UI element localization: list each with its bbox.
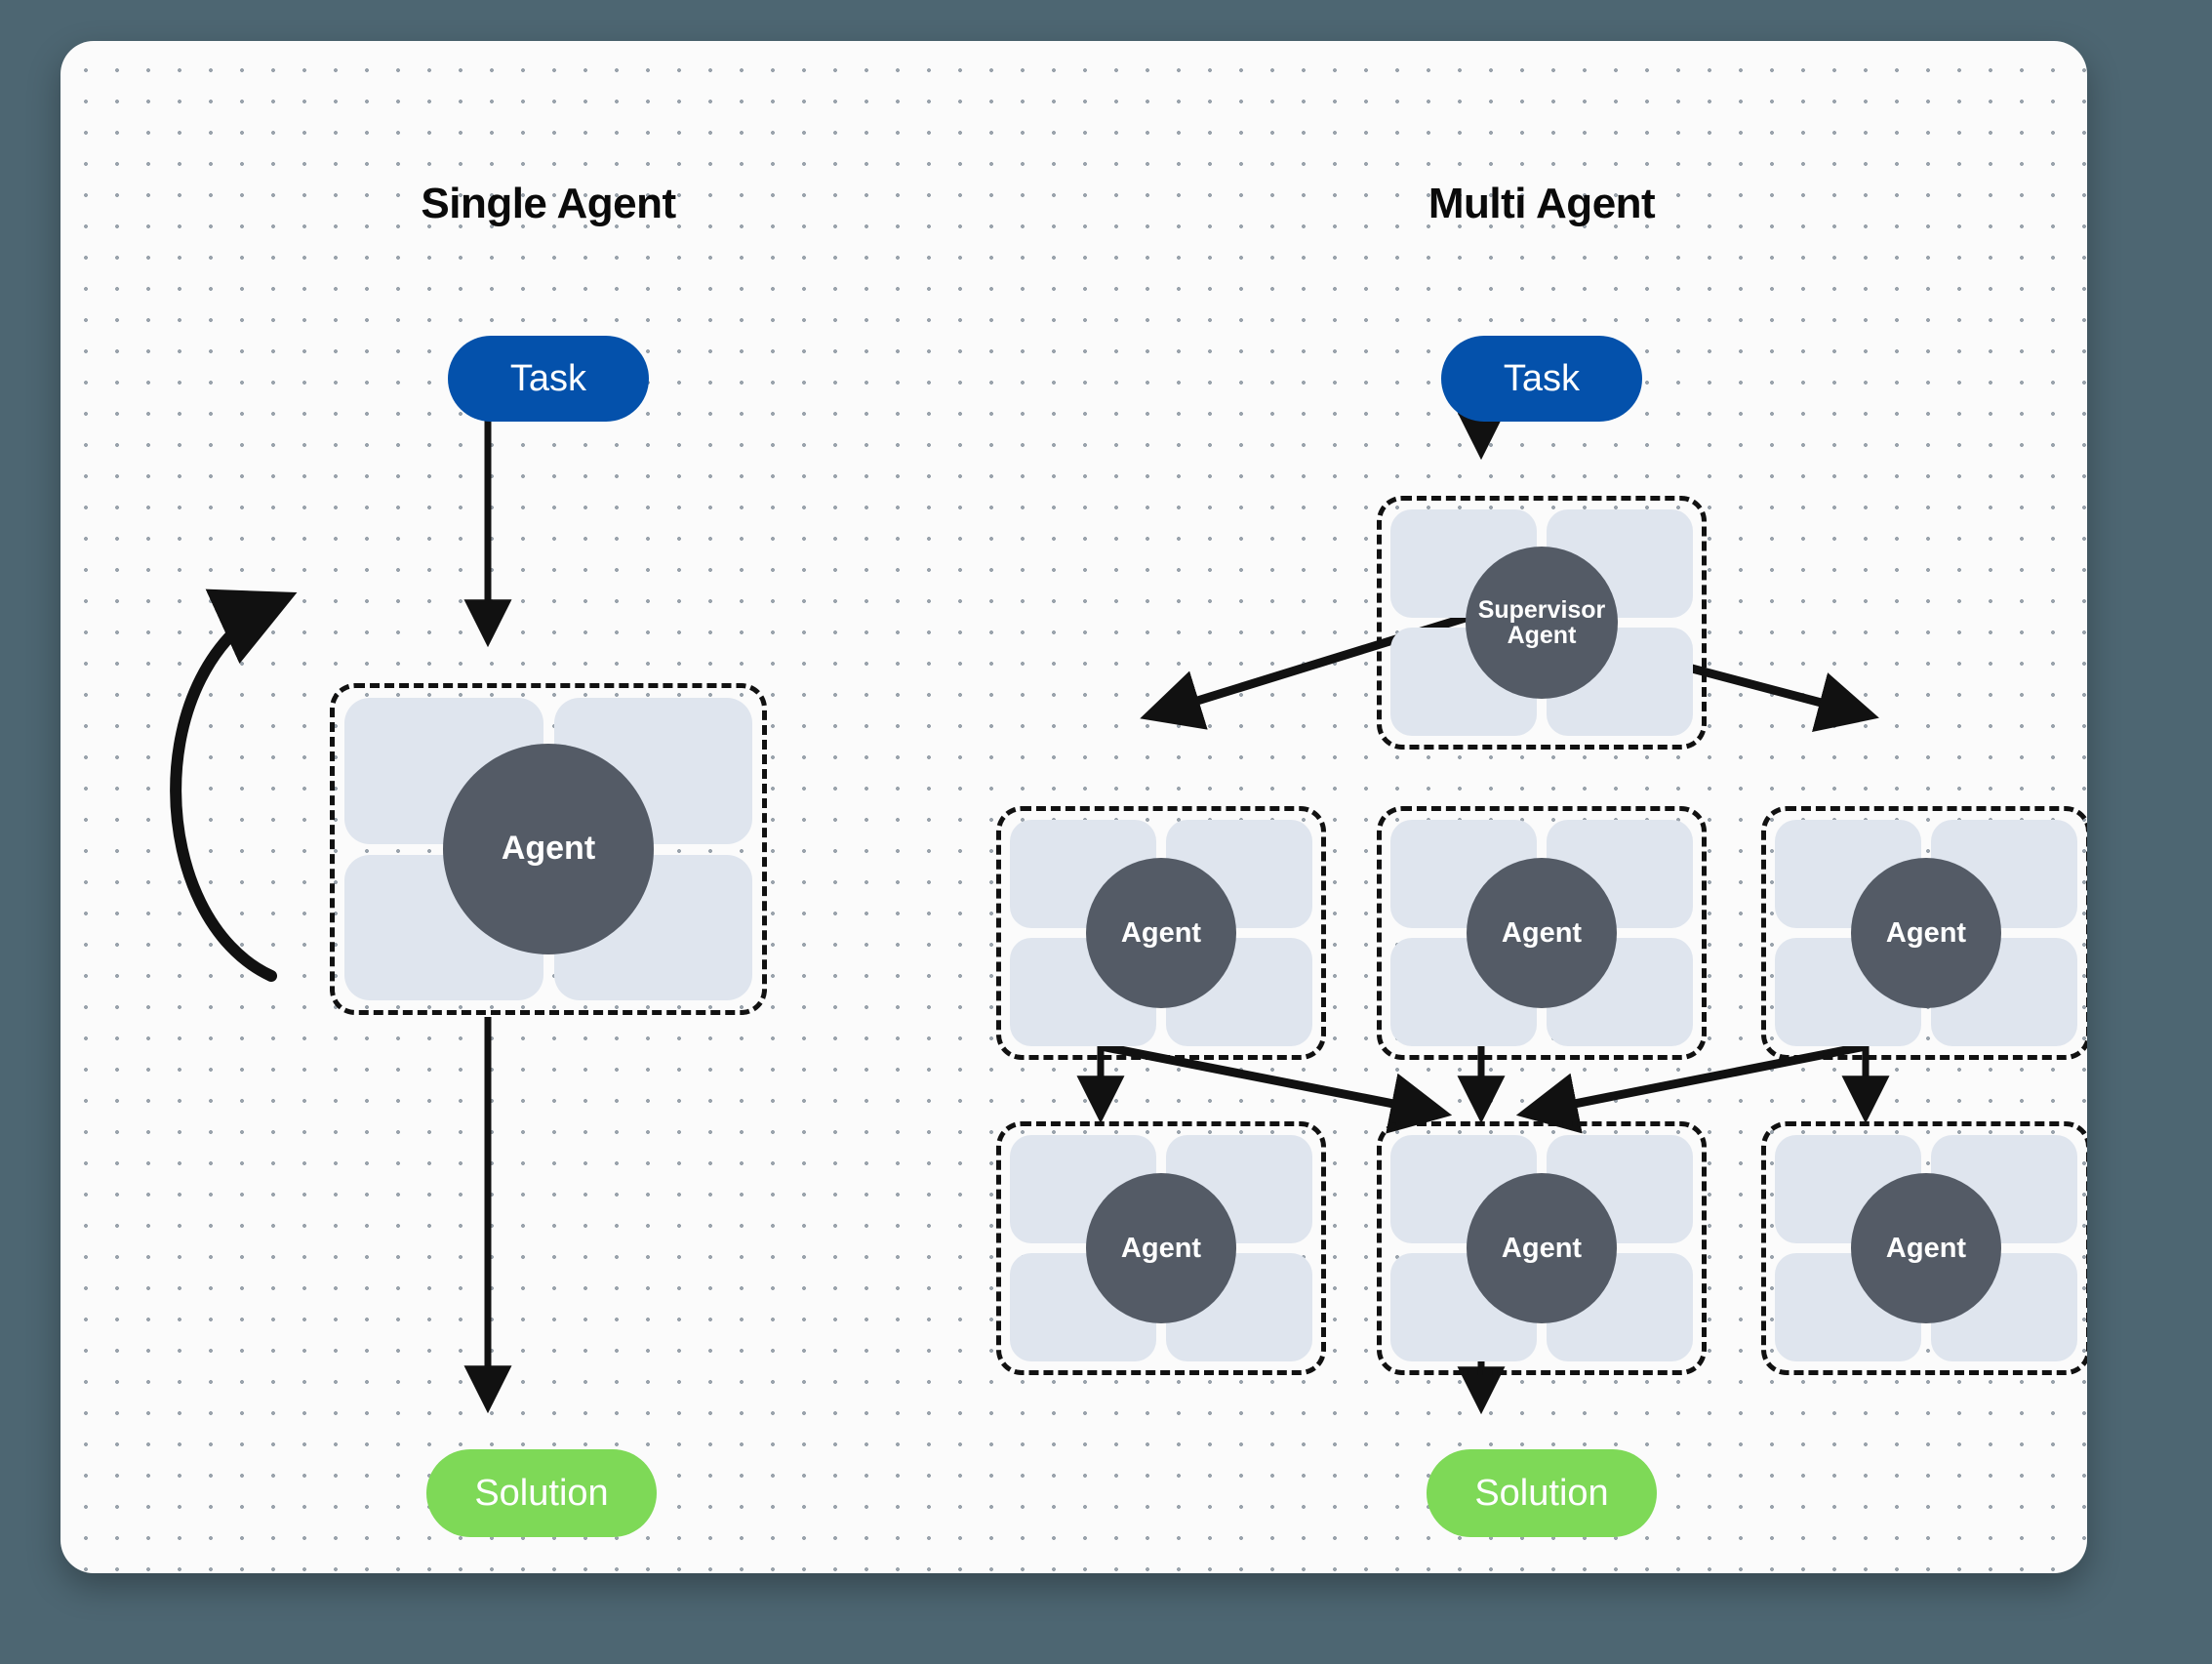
column-title-single-agent: Single Agent (421, 180, 676, 227)
agent-node-row1-col2[interactable]: Agent (1377, 806, 1707, 1060)
agent-node-row1-col3[interactable]: Agent (1761, 806, 2087, 1060)
supervisor-label-line1: Supervisor (1477, 595, 1606, 624)
column-title-multi-agent: Multi Agent (1428, 180, 1656, 227)
agent-label-row1-col3: Agent (1851, 858, 2001, 1008)
agent-label-row2-col1: Agent (1086, 1173, 1236, 1323)
supervisor-label-line2: Agent (1507, 622, 1577, 649)
agent-node-row1-col1[interactable]: Agent (996, 806, 1326, 1060)
arrow-agent-feedback-loop (170, 588, 298, 982)
agent-label-row2-col2: Agent (1467, 1173, 1617, 1323)
diagram-card: Single Agent Task Agent Solution Multi A… (60, 41, 2087, 1573)
solution-node-multi[interactable]: Solution (1427, 1449, 1657, 1537)
agent-label-single: Agent (443, 744, 654, 954)
task-node-multi[interactable]: Task (1441, 336, 1642, 422)
agent-node-row2-col3[interactable]: Agent (1761, 1121, 2087, 1375)
agent-node-row2-col1[interactable]: Agent (996, 1121, 1326, 1375)
agent-node-single[interactable]: Agent (330, 683, 767, 1015)
agent-node-row2-col2[interactable]: Agent (1377, 1121, 1707, 1375)
task-node-single[interactable]: Task (448, 336, 649, 422)
agent-label-row1-col1: Agent (1086, 858, 1236, 1008)
agent-label-row1-col2: Agent (1467, 858, 1617, 1008)
agent-label-row2-col3: Agent (1851, 1173, 2001, 1323)
solution-node-single[interactable]: Solution (426, 1449, 657, 1537)
